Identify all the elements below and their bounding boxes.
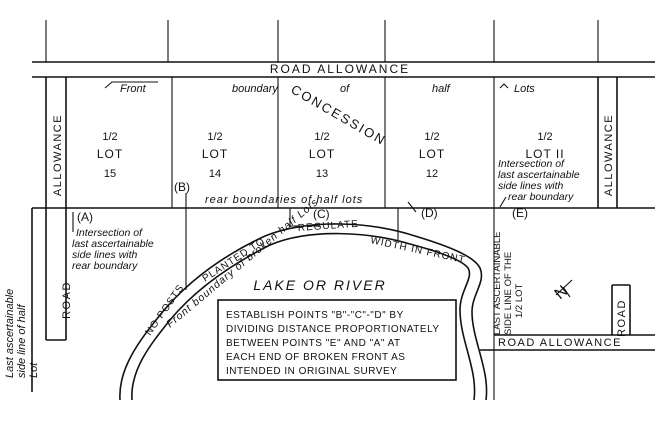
note-right-line-2: last ascertainable: [498, 169, 580, 181]
lot-name: LOT II: [525, 147, 564, 161]
front-boundary-arrow: [104, 81, 158, 89]
lot-13: 1/2 LOT 13: [309, 131, 335, 180]
lot-name: LOT: [202, 147, 228, 161]
lot-fraction: 1/2: [102, 131, 117, 143]
lot-11: 1/2 LOT II: [525, 131, 564, 161]
of-label: of: [340, 83, 350, 95]
instruction-line-2: DIVIDING DISTANCE PROPORTIONATELY: [226, 324, 440, 335]
note-left-line-3: side lines with: [72, 249, 138, 261]
last-ascertainable-right-line-1: LAST ASCERTAINABLE: [492, 232, 503, 336]
road-allowance-top-label: ROAD ALLOWANCE: [270, 62, 410, 76]
point-c-label: (C): [313, 207, 330, 221]
last-ascertainable-left-line-1: Last ascertainable: [4, 289, 16, 378]
lot-name: LOT: [309, 147, 335, 161]
note-left-line-4: rear boundary: [72, 260, 138, 272]
note-left-line-2: last ascertainable: [72, 238, 154, 250]
boundary-label: boundary: [232, 83, 279, 95]
last-ascertainable-right-line-3: 1/2 LOT: [514, 283, 525, 318]
road-allowance-bottom-label: ROAD ALLOWANCE: [498, 337, 622, 349]
point-e-label: (E): [512, 206, 528, 220]
shoreline-inner: [119, 223, 488, 401]
last-ascertainable-right-line-2: SIDE LINE OF THE: [503, 252, 514, 335]
lot-fraction: 1/2: [207, 131, 222, 143]
regulate-label: REGULATE: [297, 219, 359, 234]
half-label: half: [432, 83, 451, 95]
point-d-label: (D): [421, 206, 438, 220]
point-a-label: (A): [77, 210, 93, 224]
last-ascertainable-left-line-3: Lot: [28, 362, 40, 378]
shoreline-outer: [131, 232, 476, 401]
front-label: Front: [120, 83, 147, 95]
width-in-front-label: WIDTH IN FRONT: [369, 235, 466, 266]
point-b-label: (B): [174, 180, 190, 194]
note-right-leader: [499, 196, 507, 208]
lot-number: 13: [316, 168, 328, 180]
note-right-line-3: side lines with: [498, 180, 564, 192]
instruction-line-3: BETWEEN POINTS "E" AND "A" AT: [226, 338, 401, 349]
instruction-line-4: EACH END OF BROKEN FRONT AS: [226, 352, 405, 363]
note-right-line-4: rear boundary: [508, 191, 574, 203]
lots-tick: [499, 83, 509, 89]
instruction-box: [217, 299, 457, 381]
lot-number: 14: [209, 168, 221, 180]
lot-14: 1/2 LOT 14: [202, 131, 228, 180]
lot-fraction: 1/2: [424, 131, 439, 143]
lake-label: LAKE OR RIVER: [253, 277, 386, 293]
last-ascertainable-left-line-2: side line of half: [16, 304, 28, 378]
lot-fraction: 1/2: [314, 131, 329, 143]
north-label: N: [552, 283, 572, 303]
note-left: Intersection of last ascertainable side …: [72, 227, 154, 272]
allowance-right-label: ALLOWANCE: [603, 114, 615, 196]
lot-15: 1/2 LOT 15: [97, 131, 123, 180]
road-left-label: ROAD: [61, 281, 73, 319]
instruction-line-5: INTENDED IN ORIGINAL SURVEY: [226, 366, 397, 377]
lot-name: LOT: [419, 147, 445, 161]
note-right-line-1: Intersection of: [498, 158, 565, 170]
lot-fraction: 1/2: [537, 131, 552, 143]
allowance-left-label: ALLOWANCE: [52, 114, 64, 196]
lot-number: 12: [426, 168, 438, 180]
note-left-line-1: Intersection of: [76, 227, 143, 239]
instruction-line-1: ESTABLISH POINTS "B"-"C"-"D" BY: [226, 310, 404, 321]
note-right: Intersection of last ascertainable side …: [498, 158, 580, 203]
lot-number: 15: [104, 168, 116, 180]
point-d-leader: [407, 201, 417, 213]
lots-label: Lots: [514, 83, 535, 95]
lot-name: LOT: [97, 147, 123, 161]
north-arrow-icon: N: [552, 279, 573, 303]
rear-boundaries-label: rear boundaries of half lots: [205, 194, 363, 206]
road-right-label: ROAD: [616, 299, 628, 337]
concession-label: CONCESSION: [289, 82, 390, 149]
lot-12: 1/2 LOT 12: [419, 131, 445, 180]
